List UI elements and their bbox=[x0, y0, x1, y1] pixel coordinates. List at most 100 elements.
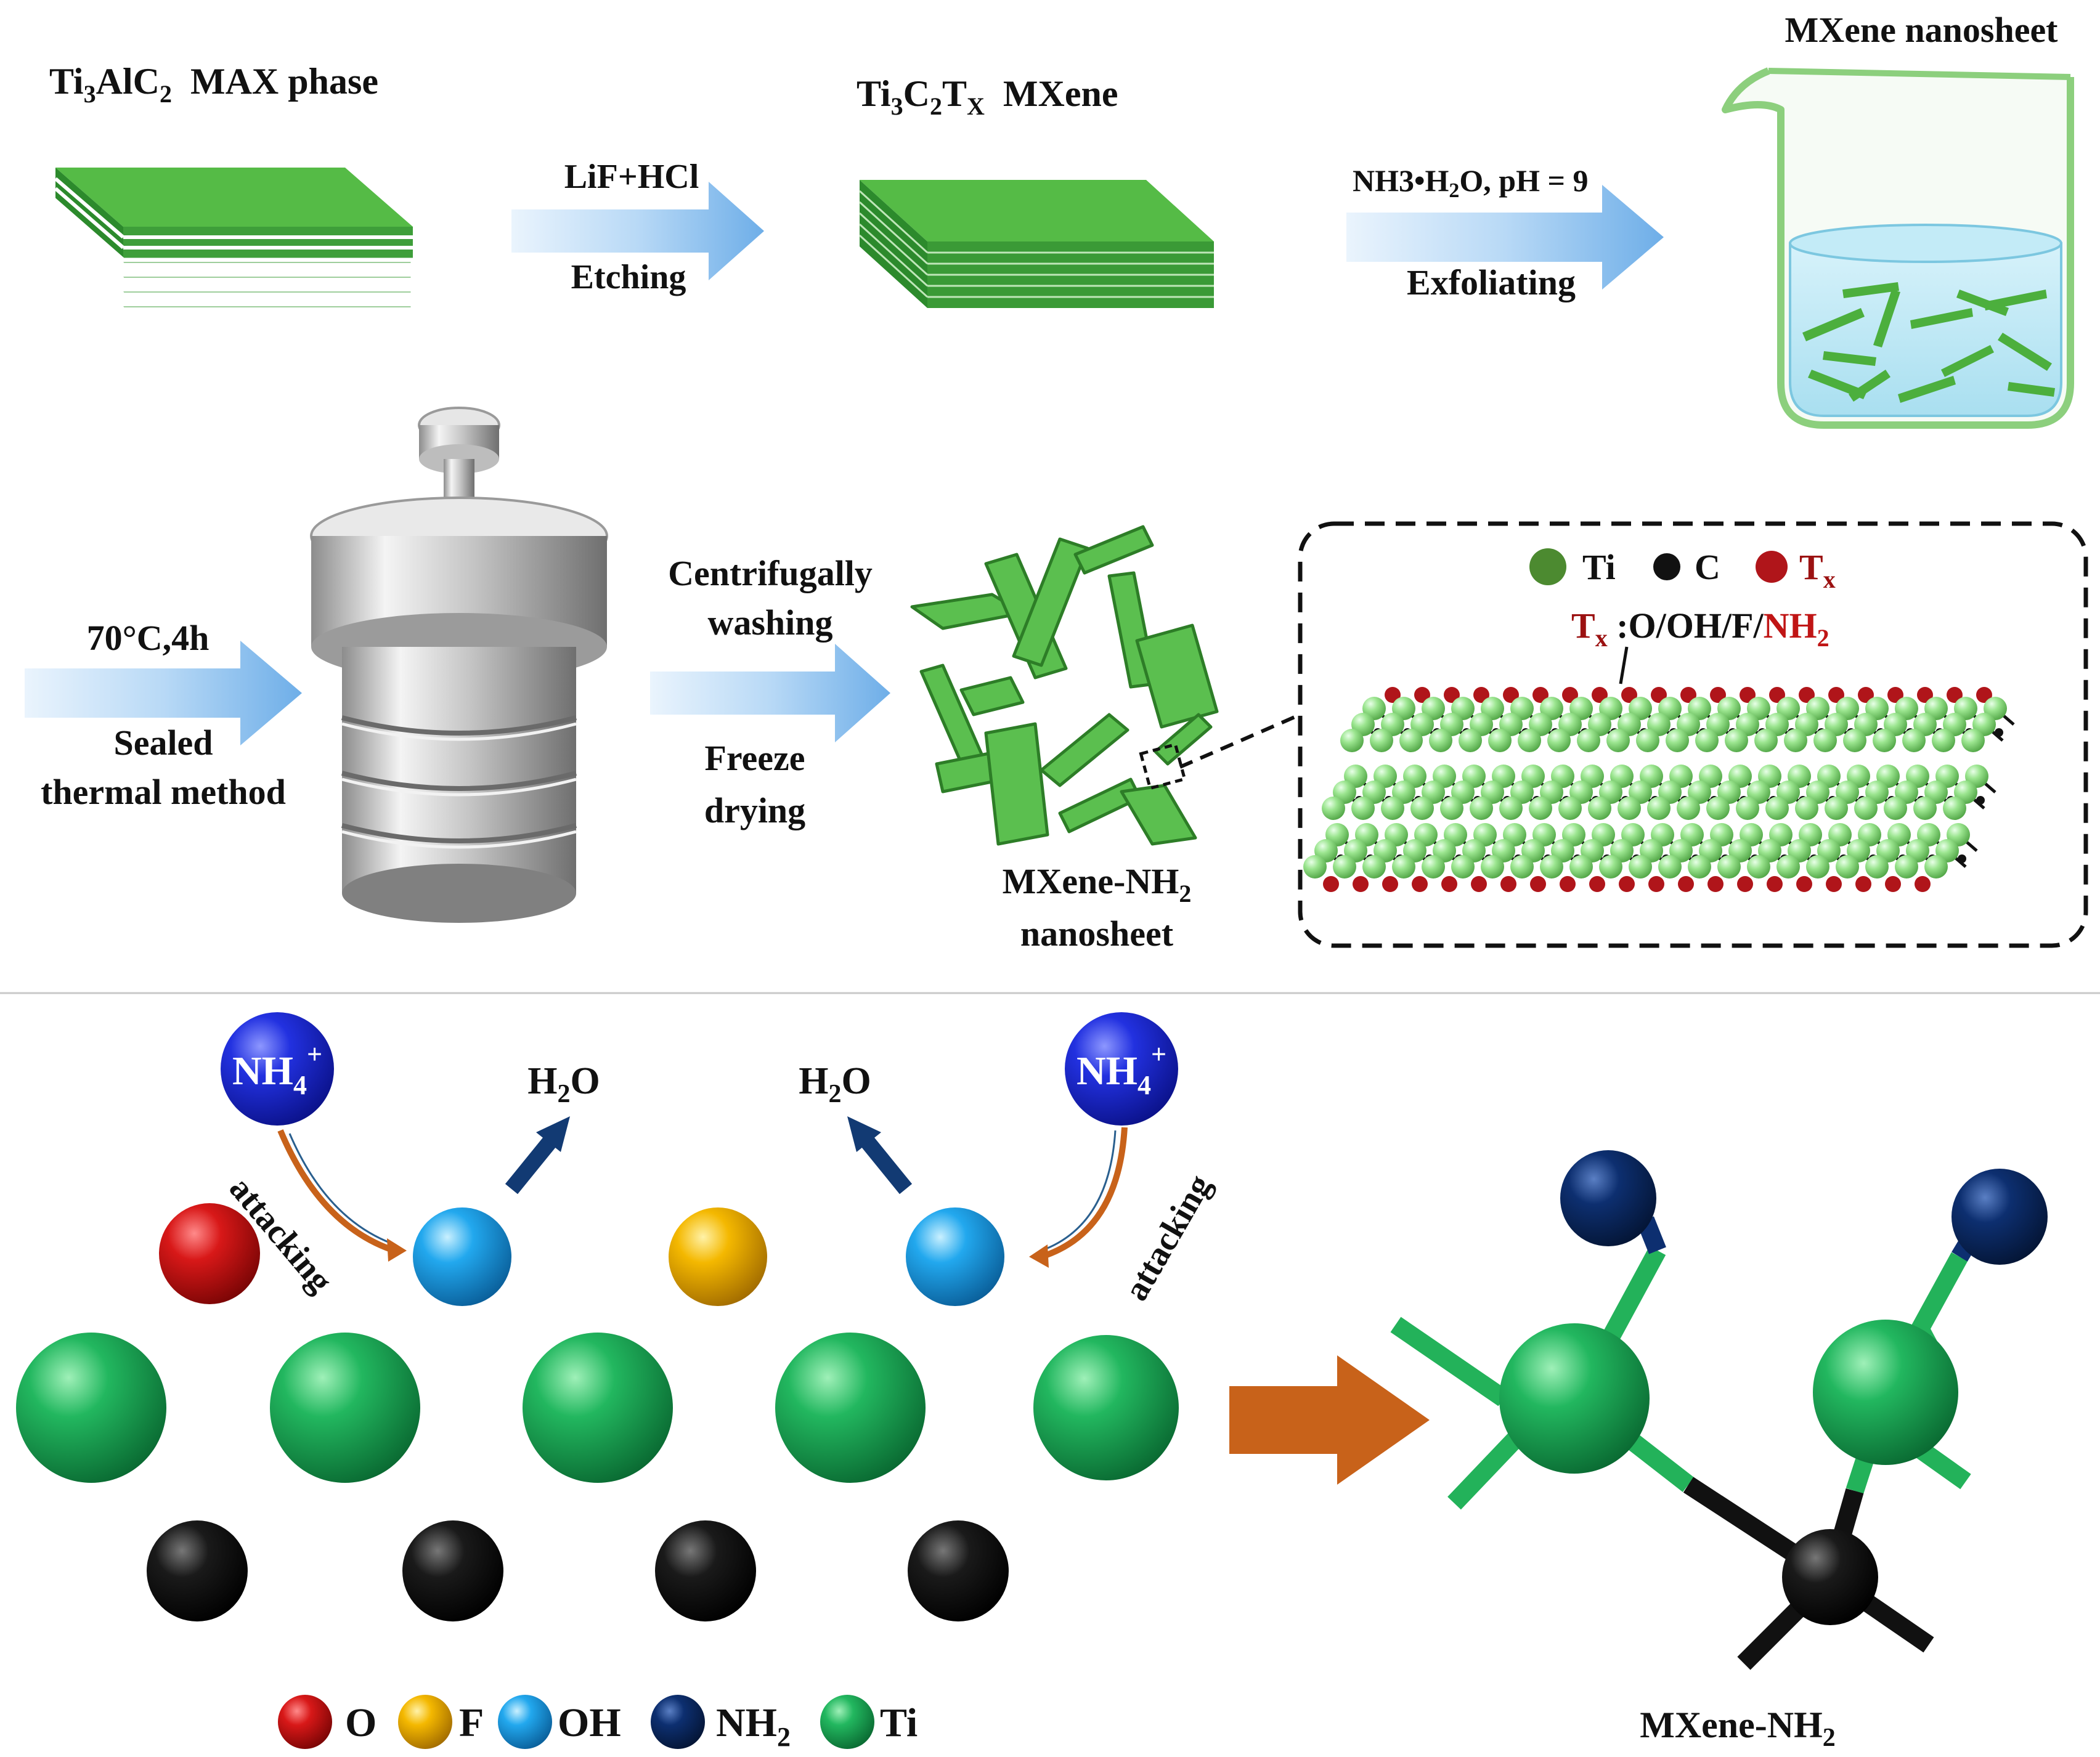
tx-legend-icon bbox=[1756, 551, 1788, 583]
ti-legend-icon-bottom bbox=[820, 1695, 874, 1749]
ti-atom bbox=[1961, 729, 1985, 752]
washing-drying-arrow: Centrifugally washing Freeze drying bbox=[650, 553, 890, 830]
tx-atom bbox=[1530, 876, 1546, 892]
ti-atom bbox=[1618, 797, 1641, 820]
ti-atom bbox=[1706, 797, 1730, 820]
tx-atom bbox=[1799, 687, 1815, 703]
tx-atom bbox=[1471, 876, 1487, 892]
ti-atom bbox=[1488, 729, 1512, 752]
tx-atom bbox=[1589, 876, 1605, 892]
svg-text:NH4+: NH4+ bbox=[1076, 1039, 1166, 1100]
ti-atom bbox=[1558, 797, 1582, 820]
tx-atom bbox=[1740, 687, 1756, 703]
ti-atom bbox=[1932, 729, 1955, 752]
ti-atom bbox=[1677, 797, 1700, 820]
h2o-label-right: H2O bbox=[799, 1060, 871, 1108]
f-atom bbox=[669, 1207, 767, 1306]
svg-text:Tx: Tx bbox=[1799, 547, 1836, 593]
ti-atom bbox=[1429, 729, 1452, 752]
ti-atom bbox=[1784, 729, 1807, 752]
mxene-label: Ti3C2TX MXene bbox=[857, 73, 1118, 120]
ti-atom bbox=[1362, 855, 1386, 878]
tx-atom bbox=[1651, 687, 1667, 703]
ti-atom bbox=[1510, 855, 1534, 878]
svg-text:OH: OH bbox=[558, 1700, 621, 1745]
crystal-structure bbox=[1303, 687, 2015, 892]
ti-atom bbox=[1658, 855, 1682, 878]
tx-atom bbox=[1500, 876, 1516, 892]
tx-atom bbox=[1532, 687, 1549, 703]
ti-atom bbox=[1303, 855, 1327, 878]
svg-text:Ti: Ti bbox=[1582, 547, 1616, 587]
ti-atom bbox=[1666, 729, 1689, 752]
c-atom bbox=[1958, 854, 1966, 863]
ti-atom bbox=[1754, 729, 1778, 752]
tx-atom bbox=[1796, 876, 1812, 892]
ti-atom bbox=[1776, 855, 1800, 878]
exfoliating-arrow: NH3•H2O, pH = 9 Exfoliating bbox=[1346, 163, 1664, 302]
svg-text:drying: drying bbox=[704, 790, 805, 830]
ti-atom bbox=[1481, 855, 1504, 878]
attacking-curve-left bbox=[277, 1129, 407, 1262]
tx-atom bbox=[1769, 687, 1785, 703]
svg-text:Sealed: Sealed bbox=[113, 723, 213, 763]
ti-atom bbox=[1370, 729, 1393, 752]
svg-text:C: C bbox=[1695, 547, 1720, 587]
attacking-label-right: attacking bbox=[1117, 1169, 1219, 1307]
ti-atom bbox=[1725, 729, 1748, 752]
ti-atom bbox=[1577, 729, 1600, 752]
svg-text:thermal method: thermal method bbox=[41, 772, 286, 812]
tx-atom bbox=[1619, 876, 1635, 892]
tx-atom bbox=[1680, 687, 1696, 703]
c-atom bbox=[1995, 728, 2003, 737]
tx-definition: Tx :O/OH/F/NH2 bbox=[1571, 606, 1829, 652]
ti-atom bbox=[1843, 729, 1866, 752]
tx-atom bbox=[1947, 687, 1963, 703]
ti-atom bbox=[1895, 855, 1918, 878]
ti-atom bbox=[1399, 729, 1423, 752]
o-atom bbox=[159, 1203, 260, 1304]
reaction-arrow bbox=[1229, 1355, 1430, 1485]
svg-text:Etching: Etching bbox=[571, 258, 686, 296]
etching-arrow: LiF+HCl Etching bbox=[511, 158, 764, 296]
ti-atom bbox=[1747, 855, 1770, 878]
c-atom bbox=[1976, 796, 1985, 805]
ti-atom bbox=[1884, 797, 1907, 820]
mxene-nh2-nanosheet-cluster bbox=[910, 525, 1219, 846]
ti-atom bbox=[1924, 855, 1948, 878]
ti-atom bbox=[1943, 797, 1966, 820]
ti-atom bbox=[1351, 797, 1375, 820]
tx-atom bbox=[1737, 876, 1753, 892]
ti-atom bbox=[1873, 729, 1896, 752]
tx-atom bbox=[1858, 687, 1874, 703]
tx-atom bbox=[1917, 687, 1933, 703]
ti-atom bbox=[1470, 797, 1493, 820]
svg-text:Ti: Ti bbox=[880, 1700, 918, 1745]
beaker-label: MXene nanosheet bbox=[1785, 10, 2058, 50]
ti-atom bbox=[1765, 797, 1789, 820]
tx-atom bbox=[1382, 876, 1398, 892]
tx-atom bbox=[1353, 876, 1369, 892]
c-atom-row bbox=[147, 1520, 1009, 1621]
svg-text:O: O bbox=[345, 1700, 376, 1745]
tx-atom bbox=[1915, 876, 1931, 892]
sealed-thermal-arrow: 70°C,4h Sealed thermal method bbox=[25, 618, 302, 812]
ti-atom bbox=[1451, 855, 1475, 878]
max-phase-stack bbox=[53, 168, 415, 312]
tx-atom bbox=[1887, 687, 1903, 703]
ti-atom bbox=[1736, 797, 1759, 820]
ti-atom bbox=[1588, 797, 1611, 820]
beaker bbox=[1722, 67, 2074, 429]
svg-text:LiF+HCl: LiF+HCl bbox=[564, 158, 699, 196]
tx-atom bbox=[1707, 876, 1724, 892]
h2o-label-left: H2O bbox=[527, 1060, 600, 1108]
tx-atom bbox=[1828, 687, 1844, 703]
ti-atom bbox=[1629, 855, 1652, 878]
ti-atom bbox=[1333, 855, 1356, 878]
max-phase-label: Ti3AlC2 MAX phase bbox=[49, 61, 378, 108]
svg-text:Centrifugally: Centrifugally bbox=[668, 553, 873, 593]
ti-atom bbox=[1717, 855, 1741, 878]
tx-atom bbox=[1678, 876, 1694, 892]
svg-text:70°C,4h: 70°C,4h bbox=[87, 618, 210, 658]
